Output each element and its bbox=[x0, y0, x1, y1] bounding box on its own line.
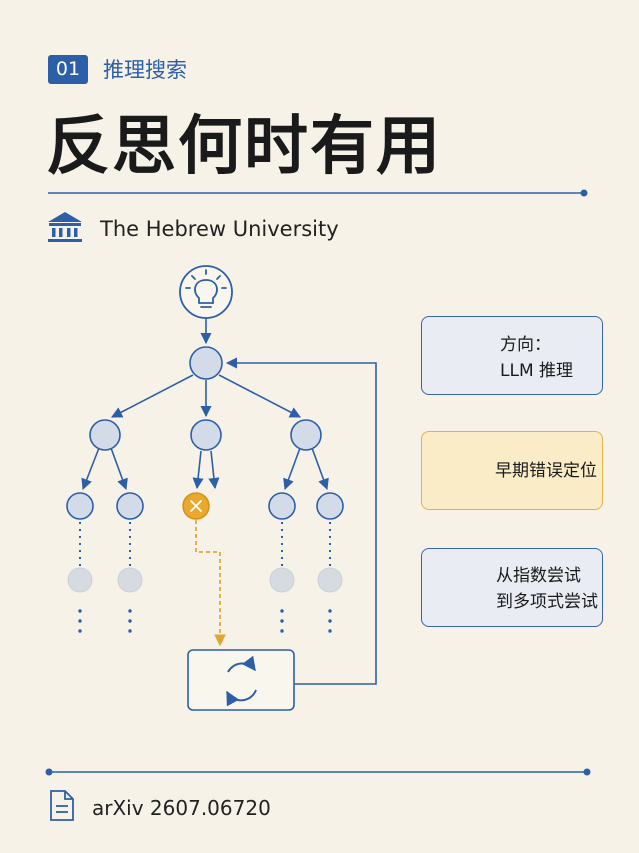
page-title: 反思何时有用 bbox=[46, 110, 442, 184]
arxiv-id[interactable]: arXiv 2607.06720 bbox=[92, 796, 271, 820]
section-label: 推理搜索 bbox=[103, 58, 187, 82]
attempts-card-line1: 从指数尝试 bbox=[496, 566, 581, 586]
direction-card bbox=[421, 316, 603, 395]
dotted-continuations bbox=[79, 522, 331, 566]
feedback-loop bbox=[225, 357, 377, 685]
reflection-box bbox=[187, 649, 295, 711]
footer-divider bbox=[45, 768, 591, 776]
institution-icon bbox=[48, 212, 82, 242]
direction-card-line1: 方向： bbox=[500, 335, 551, 355]
x-icon bbox=[190, 500, 202, 512]
faded-nodes bbox=[67, 567, 343, 593]
direction-card-line2: LLM 推理 bbox=[500, 361, 574, 381]
error-localization-card-text: 早期错误定位 bbox=[495, 461, 597, 481]
section-number-badge: 01 bbox=[48, 55, 88, 84]
lightbulb-icon bbox=[185, 269, 227, 308]
error-localization-card bbox=[421, 431, 603, 510]
document-icon bbox=[50, 790, 74, 821]
affiliation-name: The Hebrew University bbox=[100, 217, 339, 241]
attempts-card-line2: 到多项式尝试 bbox=[496, 592, 598, 612]
ellipsis-dots bbox=[78, 609, 332, 633]
refresh-cycle-icon bbox=[226, 655, 257, 707]
tree-nodes bbox=[66, 346, 344, 520]
tree-edges bbox=[81, 318, 329, 491]
error-path bbox=[195, 520, 226, 647]
attempts-card bbox=[421, 548, 603, 627]
header-divider bbox=[48, 189, 588, 197]
